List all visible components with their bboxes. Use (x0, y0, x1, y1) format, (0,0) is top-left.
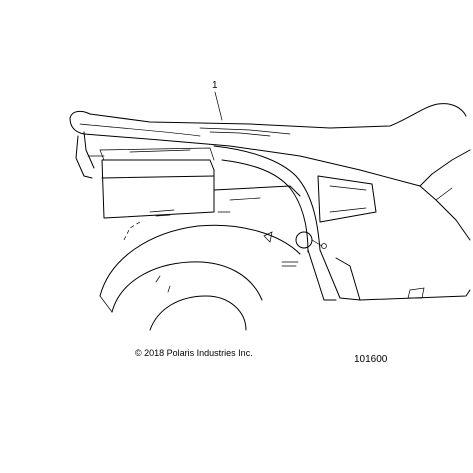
side-panel (213, 185, 301, 213)
fuel-cap (295, 231, 327, 249)
callout-number-1: 1 (212, 80, 218, 91)
rear-cover (317, 175, 377, 223)
rear-wheel (99, 221, 301, 331)
callout-leader-1 (214, 91, 223, 121)
lower-body (335, 185, 471, 301)
fender-decal (263, 231, 299, 267)
rear-rack (75, 131, 105, 179)
copyright-text: © 2018 Polaris Industries Inc. (135, 348, 253, 358)
seat (69, 103, 471, 187)
frame-tube (213, 145, 341, 301)
figure-number: 101600 (354, 354, 388, 365)
storage-box (99, 147, 215, 219)
callout-1: 1 (212, 80, 223, 121)
